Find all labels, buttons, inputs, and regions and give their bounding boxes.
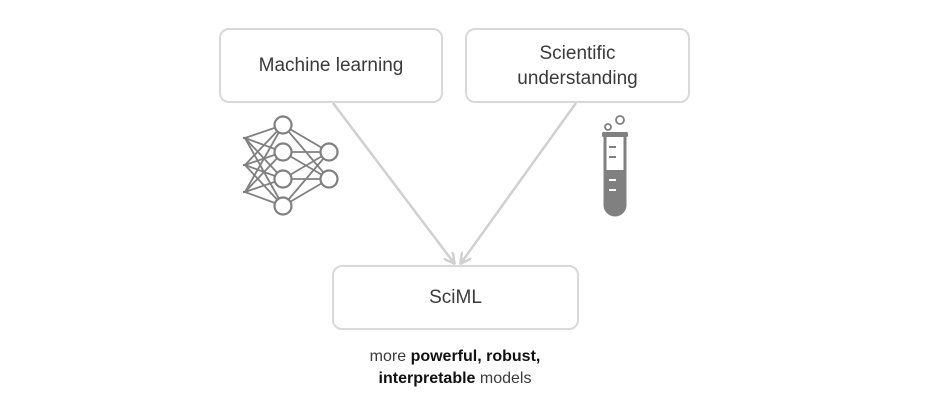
caption: more powerful, robust, interpretable mod…	[300, 346, 610, 390]
caption-bold-2: interpretable	[378, 370, 476, 387]
caption-prefix: more	[369, 348, 411, 365]
machine-learning-label: Machine learning	[258, 55, 404, 76]
sciml-box: SciML	[332, 265, 579, 330]
arrow-ml-to-sciml	[332, 102, 454, 263]
scientific-understanding-label: Scientific understanding	[517, 42, 638, 89]
test-tube-icon	[602, 115, 628, 217]
neural-network-icon	[243, 115, 339, 216]
sciml-label: SciML	[429, 287, 482, 308]
scientific-understanding-box: Scientific understanding	[465, 28, 690, 103]
arrow-science-to-sciml	[461, 102, 578, 263]
machine-learning-box: Machine learning	[219, 28, 443, 103]
caption-suffix: models	[475, 370, 532, 387]
caption-bold-1: powerful, robust,	[410, 348, 541, 365]
